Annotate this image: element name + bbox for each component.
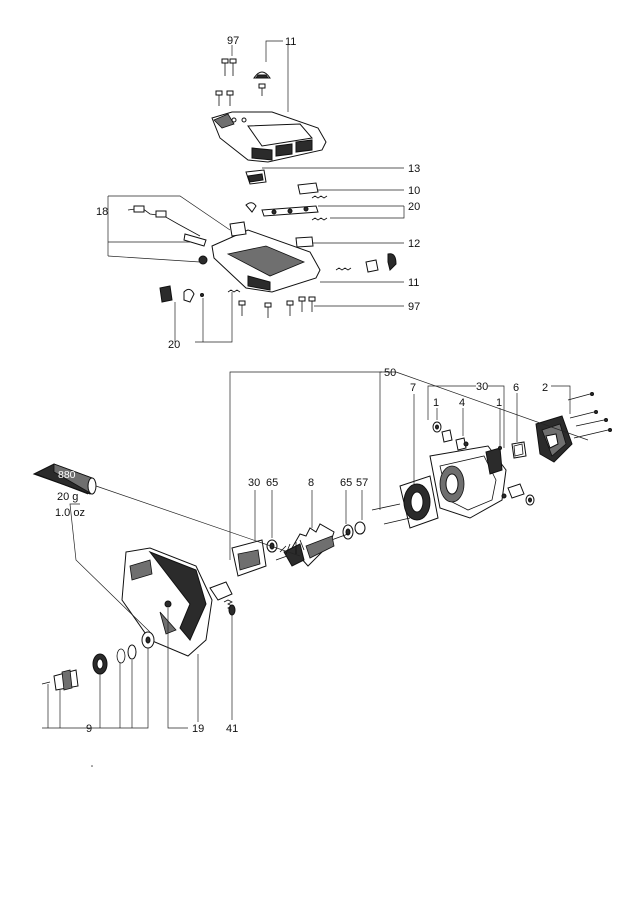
label-19: 19 [192,723,204,735]
leader-lines [42,40,589,729]
motor-housing [429,445,507,519]
screw-97-right-group [238,296,316,318]
label-57: 57 [356,477,368,489]
small-switch-parts [365,253,397,273]
part-10 [297,182,319,195]
stator-7 [371,475,439,529]
label-50: 50 [384,367,396,379]
label-20-bottom: 20 [168,339,180,351]
label-30-right: 30 [476,381,488,393]
label-97-right: 97 [408,301,420,313]
label-9: 9 [86,723,92,735]
grease-tube-code: 880 [58,469,76,481]
label-13: 13 [408,163,420,175]
grease-tube [32,463,97,495]
label-8: 8 [308,477,314,489]
label-30-mid: 30 [248,477,260,489]
parts-20-bottom [159,285,204,303]
label-65-left: 65 [266,477,278,489]
label-1-right: 1 [496,397,502,409]
part-12 [295,236,314,248]
part-13 [245,169,267,185]
label-20-right: 20 [408,201,420,213]
label-4: 4 [459,397,465,409]
label-18: 18 [96,206,108,218]
label-65-right: 65 [340,477,352,489]
brush-holder-30-mid [231,539,267,577]
end-cap-2 [535,415,573,463]
grease-weight: 20 g [57,491,78,503]
part-labels: 97 11 13 10 20 18 12 11 97 20 50 7 30 6 … [55,35,548,735]
fastening-parts [501,483,535,506]
label-2: 2 [542,382,548,394]
small-part-1-right [498,446,502,450]
blade-cover-19 [121,547,213,657]
label-97-top: 97 [227,35,239,47]
label-10: 10 [408,185,420,197]
screw-97-top-group [215,58,266,106]
grease-weight-oz: 1.0 oz [55,507,85,519]
part-20-bar [245,202,319,217]
label-6: 6 [513,382,519,394]
top-cover-11 [211,111,327,163]
cable-18 [127,205,208,265]
washer-57 [354,521,366,535]
screws-2 [567,392,612,439]
label-12: 12 [408,238,420,250]
lower-housing-11 [211,221,321,293]
brush-parts-1-4 [432,421,469,451]
shaft-parts-9 [41,631,155,691]
label-11-mid: 11 [408,277,419,289]
spring-lever-41 [209,581,236,616]
label-7: 7 [410,382,416,394]
part-6 [511,441,527,459]
springs-20 [227,195,352,293]
label-41: 41 [226,723,238,735]
dot-mark [91,765,93,767]
label-1-left: 1 [433,397,439,409]
label-11-top: 11 [285,36,296,48]
armature-8 [275,523,349,567]
